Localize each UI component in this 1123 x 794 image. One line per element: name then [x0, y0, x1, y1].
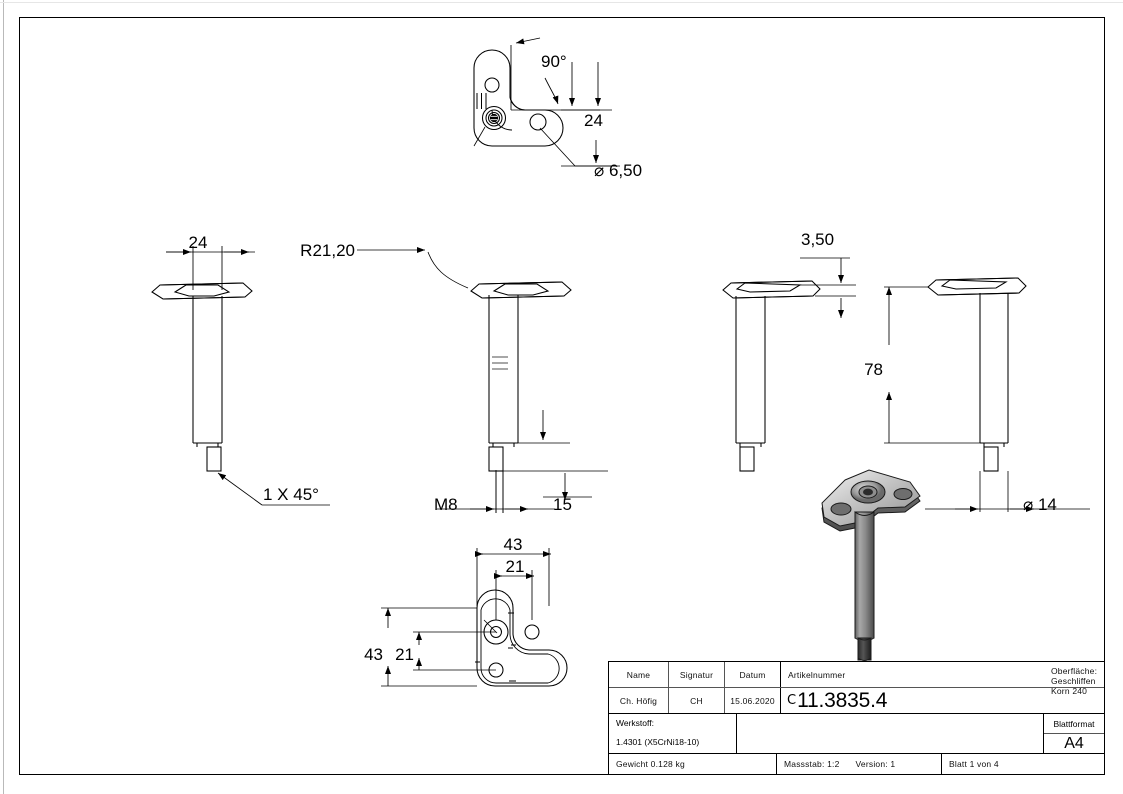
header-datum: Datum [725, 662, 781, 687]
side-view-height [927, 277, 1027, 472]
dim-plan-height-21: 21 [395, 645, 414, 664]
front-view-thread [470, 281, 572, 513]
dim-plan-height-43: 43 [364, 645, 383, 664]
front-view-1-dimensions [166, 246, 330, 506]
value-name: Ch. Höfig [609, 688, 669, 713]
dim-chamfer: 1 X 45° [263, 485, 319, 504]
value-datum: 15.06.2020 [725, 688, 781, 713]
bottom-plan-view: 43 21 43 21 [364, 535, 568, 687]
dim-thread-length: 15 [553, 495, 572, 514]
sheet-edge-left [3, 0, 4, 794]
blatt-value: Blatt 1 von 4 [949, 759, 999, 769]
werkstoff-cell: Werkstoff: 1.4301 (X5CrNi18-10) [609, 714, 737, 753]
isometric-3d-render [821, 469, 921, 661]
sheet-edge-top [0, 2, 1123, 3]
front-view-2-dimensions [357, 247, 608, 513]
werkstoff-value: 1.4301 (X5CrNi18-10) [616, 737, 700, 747]
title-block: Name Signatur Datum Artikelnummer Oberfl… [608, 661, 1105, 775]
blattformat-cell: Blattformat A4 [1044, 714, 1104, 753]
oberflaeche-value: Geschliffen Korn 240 [1051, 676, 1096, 696]
werkstoff-label: Werkstoff: [616, 718, 654, 728]
side-view-4-dimensions [884, 286, 1090, 512]
drawing-frame [19, 17, 1105, 775]
top-view-dimensions [510, 37, 620, 167]
value-signatur: CH [669, 688, 725, 713]
dim-radius: R21,20 [300, 241, 355, 260]
oberflaeche-line: Oberfläche: Geschliffen Korn 240 [1051, 666, 1104, 696]
title-block-values-row: Ch. Höfig CH 15.06.2020 Ↄ 11.3835.4 [609, 688, 1104, 714]
gewicht-value: Gewicht 0.128 kg [609, 754, 777, 774]
blattformat-value: A4 [1064, 734, 1084, 752]
title-block-footer-row: Gewicht 0.128 kg Massstab: 1:2 Version: … [609, 754, 1104, 774]
title-block-header-row: Name Signatur Datum Artikelnummer Oberfl… [609, 662, 1104, 696]
dim-thread: M8 [434, 495, 458, 514]
dim-angle-90: 90° [541, 52, 567, 71]
title-block-material-row: Werkstoff: 1.4301 (X5CrNi18-10) Blattfor… [609, 714, 1104, 754]
dim-offset-24: 24 [584, 111, 603, 130]
empty-cell [737, 714, 1044, 753]
artikelnummer-prefix-icon: Ↄ [787, 692, 797, 707]
front-view-chamfer [151, 282, 253, 472]
side-view-plate-thickness [722, 280, 821, 472]
blattformat-label: Blattformat [1044, 714, 1104, 734]
dim-height-78: 78 [864, 360, 883, 379]
artikelnummer-value-wrap: Ↄ 11.3835.4 [781, 688, 1104, 713]
header-name: Name [609, 662, 669, 687]
massstab-value: Massstab: 1:2 [784, 759, 840, 769]
artikelnummer-value: 11.3835.4 [797, 689, 888, 712]
side-view-3-dimensions [800, 257, 856, 318]
dim-plate-thickness: 3,50 [801, 230, 834, 249]
dim-width-24: 24 [189, 233, 208, 252]
dim-hole-dia: ⌀ 6,50 [594, 161, 642, 180]
dim-tube-dia: ⌀ 14 [1023, 495, 1057, 514]
version-value: Version: 1 [855, 759, 896, 769]
dim-plan-width-43: 43 [504, 535, 523, 554]
header-artikelnummer-row: Artikelnummer Oberfläche: Geschliffen Ko… [781, 662, 1104, 696]
header-artikelnummer: Artikelnummer [788, 669, 846, 680]
oberflaeche-label: Oberfläche: [1051, 666, 1098, 676]
dim-plan-width-21: 21 [506, 557, 525, 576]
massstab-cell: Massstab: 1:2 Version: 1 [777, 754, 942, 774]
header-signatur: Signatur [669, 662, 725, 687]
